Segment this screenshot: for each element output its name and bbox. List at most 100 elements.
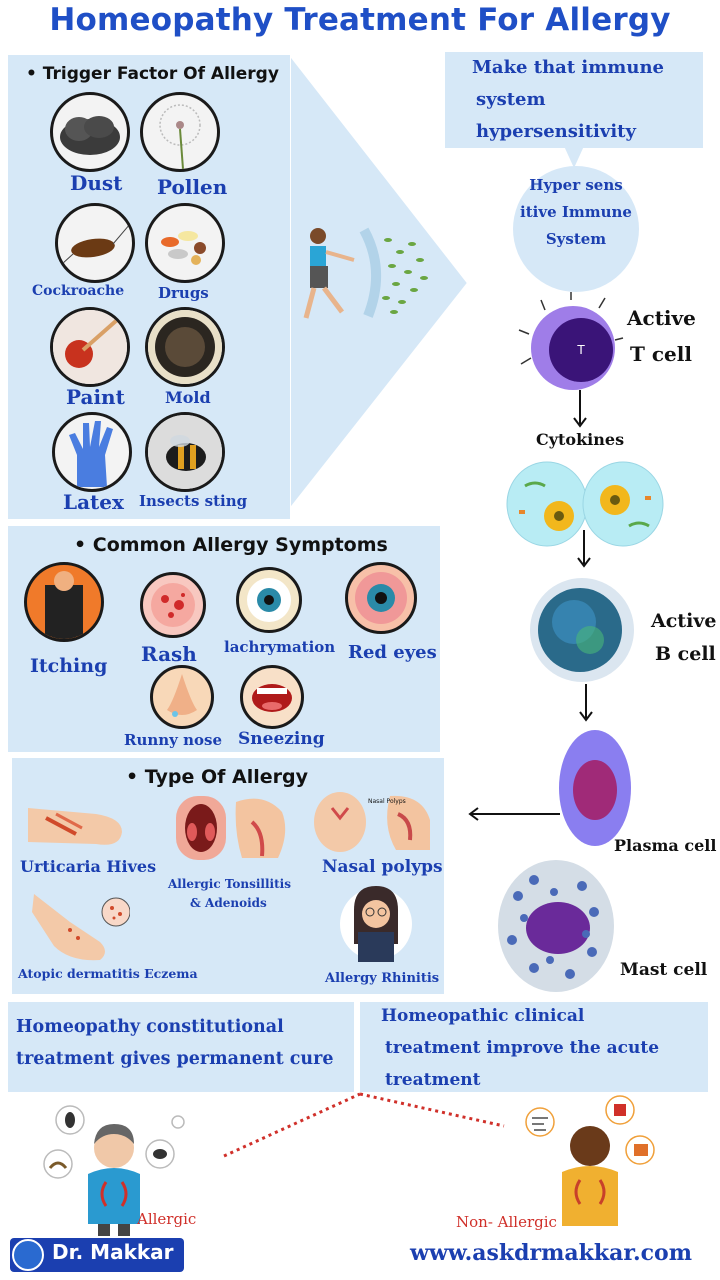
trigger-factor-heading: • Trigger Factor Of Allergy bbox=[26, 64, 279, 84]
active-t-cell-label-2: T cell bbox=[630, 342, 692, 366]
mold-icon bbox=[148, 310, 222, 384]
paint-icon bbox=[53, 310, 127, 384]
type-of-allergy-heading: • Type Of Allergy bbox=[126, 766, 308, 788]
itching-label: Itching bbox=[30, 655, 108, 677]
tonsillitis-image bbox=[176, 796, 286, 860]
cytokines-label: Cytokines bbox=[536, 430, 625, 449]
immune-line-3: hypersensitivity bbox=[476, 121, 636, 142]
cockroach-label: Cockroache bbox=[32, 283, 125, 299]
plasma-cell-image bbox=[559, 730, 631, 846]
clinical-line-1: Homeopathic clinical bbox=[381, 1006, 585, 1026]
red-eyes-image bbox=[345, 562, 417, 634]
brand-logo-seal bbox=[12, 1239, 44, 1271]
itching-image bbox=[24, 562, 104, 642]
mast-cell-image bbox=[498, 860, 614, 992]
nose-icon bbox=[167, 674, 197, 717]
dust-icon bbox=[60, 116, 120, 155]
non-allergic-person-illustration bbox=[525, 1095, 655, 1226]
rash-image bbox=[140, 572, 206, 638]
latex-label: Latex bbox=[63, 490, 124, 514]
nasal-polyps-label: Nasal polyps bbox=[322, 857, 443, 877]
insects-label: Insects sting bbox=[139, 492, 248, 510]
mast-cell-label: Mast cell bbox=[620, 960, 708, 980]
arrow-to-plasma bbox=[579, 684, 593, 722]
allergic-label: Allergic bbox=[137, 1210, 197, 1228]
b-cell-image bbox=[530, 578, 634, 682]
itching-icon bbox=[45, 571, 83, 639]
symptoms-heading: • Common Allergy Symptoms bbox=[74, 534, 388, 556]
clinical-line-3: treatment bbox=[385, 1070, 481, 1090]
atopic-dermatitis-label: Atopic dermatitis Eczema bbox=[18, 966, 198, 981]
nasal-polyps-image bbox=[314, 792, 430, 852]
mold-image bbox=[145, 307, 225, 387]
atopic-dermatitis-image bbox=[32, 894, 130, 961]
pollen-icon bbox=[159, 104, 201, 169]
plasma-cell-label: Plasma cell bbox=[614, 836, 717, 855]
lachrymation-image bbox=[236, 567, 302, 633]
website-link[interactable]: www.askdrmakkar.com bbox=[410, 1240, 692, 1266]
active-b-cell-label-1: Active bbox=[651, 610, 717, 632]
arrow-to-b-cell bbox=[577, 530, 591, 568]
runny-nose-image bbox=[150, 665, 214, 729]
bubble-line-2: itive Immune bbox=[520, 203, 632, 221]
insects-image bbox=[145, 412, 225, 492]
immune-hypersensitivity-box bbox=[445, 52, 703, 148]
allergic-person-illustration bbox=[43, 1105, 185, 1236]
sneezing-label: Sneezing bbox=[238, 729, 325, 749]
dust-image bbox=[50, 92, 130, 172]
glove-icon bbox=[69, 421, 113, 487]
arrow-to-cytokines bbox=[573, 390, 587, 428]
rash-icon bbox=[151, 583, 195, 627]
drugs-label: Drugs bbox=[158, 284, 209, 302]
constitutional-treatment-box bbox=[8, 1002, 354, 1092]
t-cell-image: T bbox=[518, 292, 624, 390]
paint-label: Paint bbox=[66, 385, 125, 409]
speech-bubble-tail bbox=[564, 146, 584, 168]
non-allergic-label: Non- Allergic bbox=[456, 1213, 557, 1231]
cockroach-icon bbox=[61, 223, 131, 265]
sneezing-image bbox=[240, 665, 304, 729]
active-b-cell-label-2: B cell bbox=[655, 643, 716, 665]
tonsillitis-label-2: & Adenoids bbox=[190, 896, 267, 910]
dividing-cell-image bbox=[506, 461, 664, 547]
latex-image bbox=[52, 412, 132, 492]
urticaria-label: Urticaria Hives bbox=[20, 857, 157, 876]
bee-icon bbox=[148, 415, 222, 489]
mold-label: Mold bbox=[165, 388, 211, 407]
clinical-line-2: treatment improve the acute bbox=[385, 1038, 660, 1058]
nasal-polyps-tag: Nasal Polyps bbox=[368, 798, 406, 805]
runny-nose-label: Runny nose bbox=[124, 731, 223, 749]
page-title: Homeopathy Treatment For Allergy bbox=[49, 2, 671, 38]
pollen-label: Pollen bbox=[157, 175, 228, 199]
red-eyes-label: Red eyes bbox=[348, 642, 437, 663]
constitutional-line-1: Homeopathy constitutional bbox=[16, 1017, 284, 1037]
eye-tear-icon bbox=[247, 578, 291, 622]
hypersensitive-bubble bbox=[513, 166, 639, 292]
sneeze-mouth-icon bbox=[252, 684, 292, 712]
dotted-connector bbox=[223, 1092, 505, 1158]
allergy-rhinitis-image bbox=[340, 886, 412, 962]
immune-line-1: Make that immune bbox=[472, 57, 664, 78]
active-t-cell-label-1: Active bbox=[627, 306, 696, 330]
urticaria-image bbox=[28, 808, 122, 845]
bubble-line-3: System bbox=[545, 230, 607, 248]
runner-illustration bbox=[303, 227, 428, 319]
immune-line-2: system bbox=[476, 89, 546, 110]
cockroach-image bbox=[55, 203, 135, 283]
bubble-line-1: Hyper sens bbox=[529, 176, 623, 194]
pollen-image bbox=[140, 92, 220, 172]
red-eye-icon bbox=[355, 572, 407, 624]
paint-image bbox=[50, 307, 130, 387]
constitutional-line-2: treatment gives permanent cure bbox=[16, 1049, 334, 1069]
brand-name: Dr. Makkar bbox=[52, 1240, 174, 1264]
dust-label: Dust bbox=[70, 171, 123, 195]
drugs-image bbox=[145, 203, 225, 283]
allergy-rhinitis-label: Allergy Rhinitis bbox=[325, 971, 440, 986]
clinical-treatment-box bbox=[360, 1002, 708, 1092]
lachrymation-label: lachrymation bbox=[224, 638, 336, 656]
tonsillitis-label-1: Allergic Tonsillitis bbox=[168, 877, 291, 891]
t-cell-letter: T bbox=[576, 343, 585, 357]
arrow-to-type-of-allergy bbox=[468, 807, 560, 821]
rash-label: Rash bbox=[141, 642, 197, 666]
drugs-icon bbox=[161, 231, 206, 265]
